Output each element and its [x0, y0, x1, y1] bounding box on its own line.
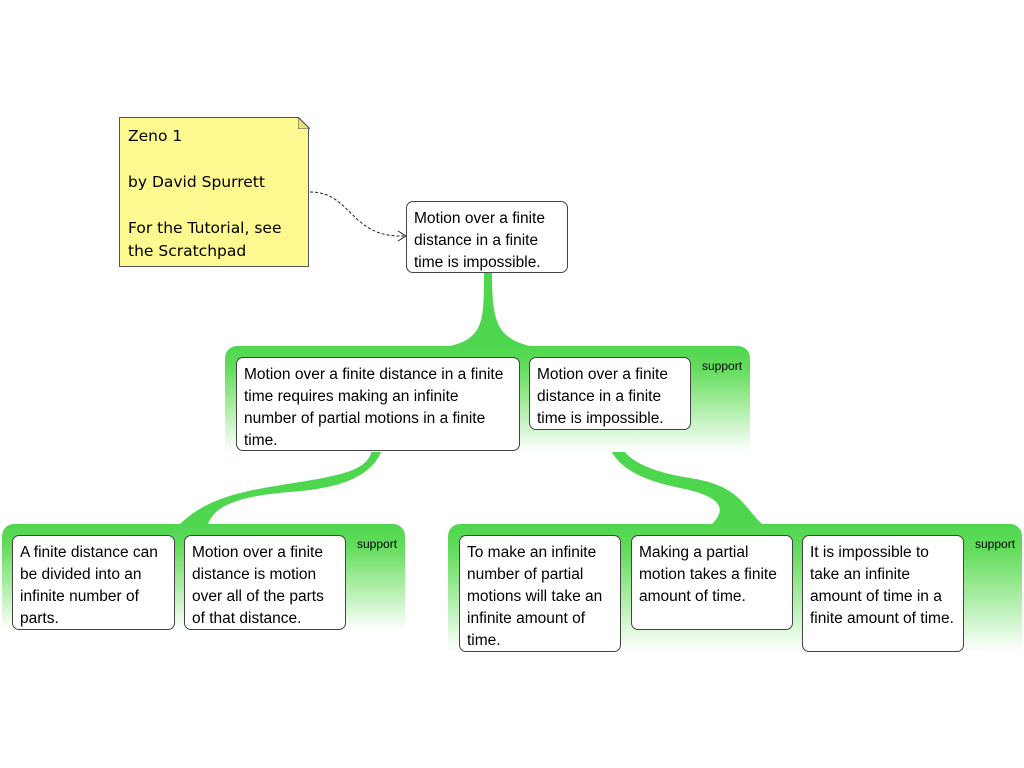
note-line: For the Tutorial, see	[128, 219, 282, 237]
premise-claim[interactable]: Motion over a finite distance is motion …	[184, 535, 346, 630]
note-line: the Scratchpad	[128, 242, 247, 260]
premise-claim[interactable]: Motion over a finite distance in a finit…	[529, 357, 691, 430]
note-line: by David Spurrett	[128, 173, 265, 191]
claim-text: Motion over a finite distance in a finit…	[244, 366, 504, 449]
note-line	[128, 148, 300, 171]
premise-claim[interactable]: It is impossible to take an infinite amo…	[802, 535, 964, 652]
note-line	[128, 194, 300, 217]
support-connector-root	[450, 272, 530, 346]
claim-text: Motion over a finite distance in a finit…	[414, 210, 545, 271]
claim-text: Making a partial motion takes a finite a…	[639, 544, 777, 605]
premise-claim[interactable]: Making a partial motion takes a finite a…	[631, 535, 793, 630]
note-line: Zeno 1	[128, 127, 183, 145]
premise-claim[interactable]: A finite distance can be divided into an…	[12, 535, 175, 630]
support-connector-left	[180, 450, 382, 524]
premise-claim[interactable]: Motion over a finite distance in a finit…	[236, 357, 520, 451]
claim-text: It is impossible to take an infinite amo…	[810, 544, 954, 627]
support-connector-right	[606, 428, 762, 524]
premise-claim[interactable]: To make an infinite number of partial mo…	[459, 535, 621, 652]
support-label: support	[702, 359, 743, 373]
claim-text: To make an infinite number of partial mo…	[467, 544, 603, 649]
support-label: support	[975, 537, 1016, 551]
claim-text: Motion over a finite distance is motion …	[192, 544, 324, 627]
note-link	[309, 191, 405, 237]
tutorial-note[interactable]: Zeno 1 by David Spurrett For the Tutoria…	[119, 117, 309, 267]
root-claim[interactable]: Motion over a finite distance in a finit…	[406, 201, 568, 273]
claim-text: A finite distance can be divided into an…	[20, 544, 158, 627]
note-folded-corner-icon	[298, 117, 310, 129]
support-label: support	[357, 537, 398, 551]
claim-text: Motion over a finite distance in a finit…	[537, 366, 668, 427]
